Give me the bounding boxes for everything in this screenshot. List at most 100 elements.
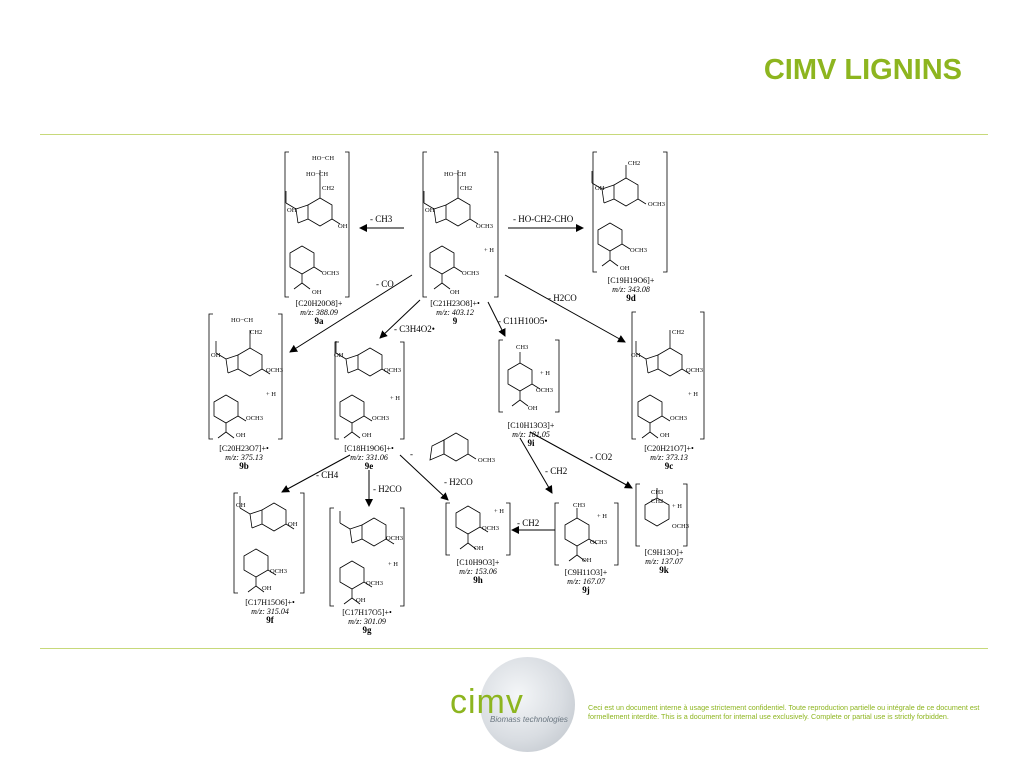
structure-9c (635, 330, 691, 439)
frag-9g-h: + H (388, 561, 398, 568)
frag-9a-hoch: HO−CH (306, 171, 328, 178)
structure-9b (213, 330, 271, 439)
frag-9g-och3b: OCH3 (366, 580, 383, 587)
step-minus-co2: - CO2 (590, 452, 613, 462)
frag-9a-och3: OCH3 (322, 270, 339, 277)
frag-9i-ch3: CH3 (516, 344, 528, 351)
frag-9d-cooh: OH (620, 265, 630, 272)
frag-9g-cooh: OH (356, 597, 366, 604)
frag-9k-och3: OCH3 (672, 523, 689, 530)
cimv-logo: cimv Biomass technologies (430, 655, 580, 755)
frag-9d-och3b: OCH3 (630, 247, 647, 254)
step-minus-ch3: - CH3 (370, 214, 393, 224)
brackets (208, 151, 705, 607)
frag-9d-ch2: CH2 (628, 160, 640, 167)
frag-9h-cooh: OH (474, 545, 484, 552)
top-divider (40, 134, 988, 135)
frag-9e-och3b: OCH3 (372, 415, 389, 422)
brand-wordmark: cimv (450, 683, 524, 721)
structure-9 (423, 170, 479, 290)
brand-tagline: Biomass technologies (490, 715, 568, 724)
frag-9b-och3a: OCH3 (266, 367, 283, 374)
frag-9h-h: + H (494, 508, 504, 515)
frag-9e-och3a: OCH3 (384, 367, 401, 374)
structure-9a (285, 170, 341, 290)
page-title: CIMV LIGNINS (763, 54, 962, 86)
frag-9d-oh: OH (595, 185, 605, 192)
step-minus-h2co-b: - H2CO (373, 484, 402, 494)
structure-9f (239, 495, 295, 593)
frag-9h-och3: OCH3 (482, 525, 499, 532)
frag-9b-oh: OH (211, 352, 221, 359)
frag-9-hoch: HO−CH (444, 171, 466, 178)
frag-9-och3a: OCH3 (476, 223, 493, 230)
step-minus-h2co-c: - H2CO (444, 477, 473, 487)
frag-9f-och3: OCH3 (270, 568, 287, 575)
frag-9i-och3: OCH3 (536, 387, 553, 394)
structure-9k (644, 488, 670, 527)
frag-9j-och3: OCH3 (590, 539, 607, 546)
frag-9b-cooh: OH (236, 432, 246, 439)
step-minus-ch4: - CH4 (316, 470, 339, 480)
frag-9a-oh2: OH (338, 223, 348, 230)
frag-9-ch2: CH2 (460, 185, 472, 192)
frag-9c-och3b: OCH3 (670, 415, 687, 422)
frag-9b-och3b: OCH3 (246, 415, 263, 422)
bottom-divider (40, 648, 988, 649)
frag-9k-h: + H (672, 503, 682, 510)
structure-9j (564, 508, 598, 562)
frag-9d-och3a: OCH3 (648, 201, 665, 208)
frag-9k-ch2: CH2 (651, 498, 663, 505)
frag-9e-h: + H (390, 395, 400, 402)
structure-benzofuran (429, 432, 477, 462)
frag-9-cooh: OH (450, 289, 460, 296)
frag-9a-ch2: CH2 (322, 185, 334, 192)
frag-9c-och3a: OCH3 (686, 367, 703, 374)
frag-9k-ch3: CH3 (651, 489, 663, 496)
frag-9j-cooh: OH (582, 557, 592, 564)
frag-9f-oh1: OH (236, 502, 246, 509)
arrows (281, 224, 633, 534)
frag-9i-h: + H (540, 370, 550, 377)
frag-9f-cooh: OH (262, 585, 272, 592)
step-minus-c3h4o2: - C3H4O2• (394, 324, 435, 334)
frag-9a-oh1: OH (287, 207, 297, 214)
frag-9c-oh: OH (631, 352, 641, 359)
frag-9b-hoch: HO−CH (231, 317, 253, 324)
step-minus-h2co-a: - H2CO (548, 293, 577, 303)
step-minus-c11h10o5: - C11H10O5• (498, 316, 548, 326)
frag-9-oh: OH (425, 207, 435, 214)
step-minus-hoch2cho: - HO-CH2-CHO (513, 214, 574, 224)
frag-bf-och3: OCH3 (478, 457, 495, 464)
globe-icon (480, 657, 575, 752)
frag-9-och3b: OCH3 (462, 270, 479, 277)
frag-9b-h: + H (266, 391, 276, 398)
structure-9e (335, 340, 391, 439)
frag-9a-h: HO−CH (312, 155, 334, 162)
frag-9j-ch3: CH3 (573, 502, 585, 509)
step-minus-ch2-a: - CH2 (545, 466, 568, 476)
frag-9e-cooh: OH (362, 432, 372, 439)
frag-9i-cooh: OH (528, 405, 538, 412)
structure-9d (591, 165, 647, 267)
step-minus-ch2-b: - CH2 (517, 518, 540, 528)
frag-9c-ch2: CH2 (672, 329, 684, 336)
step-minus-co: - CO (376, 279, 394, 289)
frag-9a-cooh: OH (312, 289, 322, 296)
legal-notice: Ceci est un document interne à usage str… (588, 703, 980, 721)
structure-9g (339, 510, 395, 605)
step-minus-dash: - (410, 449, 413, 459)
